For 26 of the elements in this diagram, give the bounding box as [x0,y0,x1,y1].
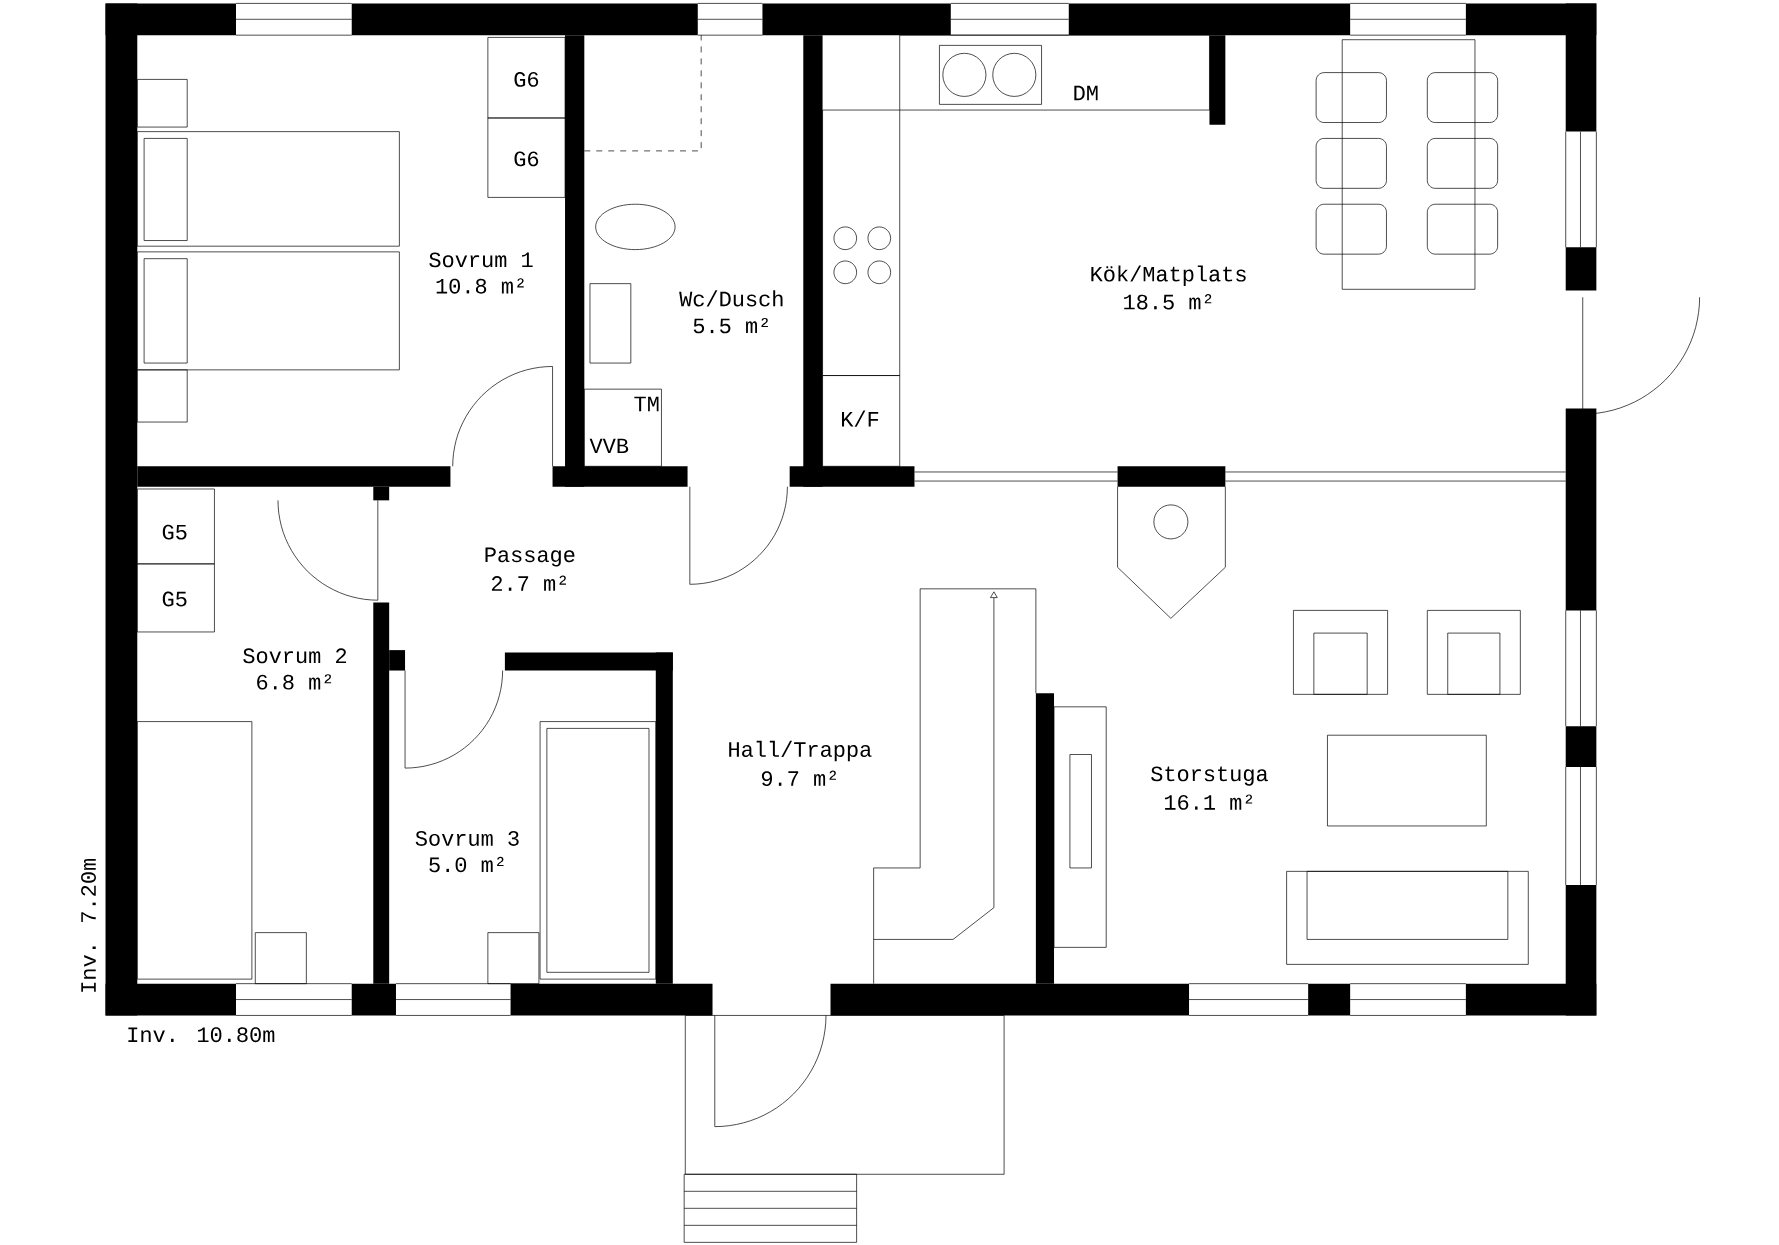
cabinet-label: G5 [162,591,187,607]
cabinet-label: G6 [514,151,539,167]
appliance-label: VVB [589,438,629,454]
appliance-label: DM [1074,86,1098,101]
appliance-label: TM [634,396,659,412]
cabinet-label: G5 [162,524,187,540]
room-name: Storstuga [1151,766,1268,786]
room-area: 2.7 m² [491,575,566,591]
appliance-label: K/F [842,410,879,427]
room-area: 5.0 m² [429,857,504,873]
room-area: 6.8 m² [257,674,332,690]
room-area: 16.1 m² [1165,794,1253,811]
dimension-label: Inv. 10.80m [128,1027,275,1043]
room-name: Sovrum 2 [243,648,347,664]
room-area: 10.8 m² [436,278,524,294]
room-name: Hall/Trappa [729,741,872,762]
room-name: Kök/Matplats [1091,265,1246,287]
room-area: 9.7 m² [761,770,836,787]
cabinet-label: G6 [514,72,539,88]
dimension-label: Inv. 7.20m [81,859,96,992]
room-name: Wc/Dusch [679,290,783,307]
room-name: Sovrum 1 [429,252,533,268]
room-name: Passage [485,547,575,567]
room-name: Sovrum 3 [415,831,519,847]
room-area: 5.5 m² [693,318,768,334]
room-area: 18.5 m² [1124,294,1212,310]
